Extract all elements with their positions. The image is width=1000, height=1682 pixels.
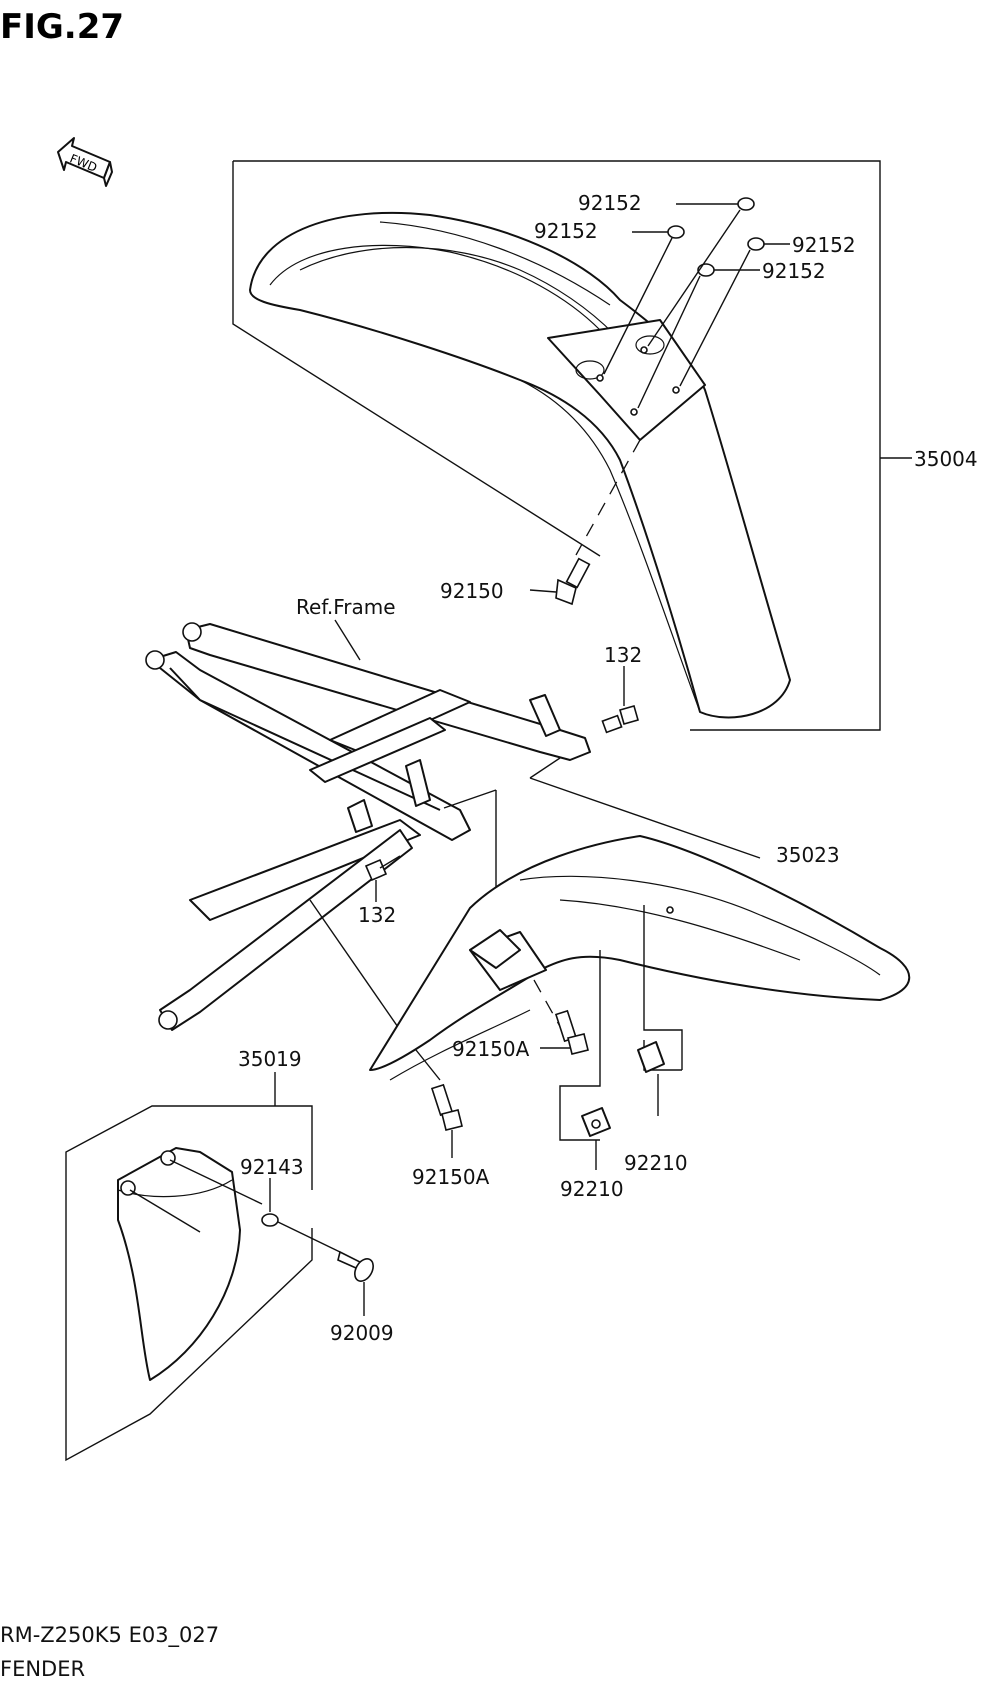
- label-132-lower: 132: [358, 903, 396, 927]
- label-92210-left: 92210: [560, 1177, 624, 1201]
- bolt-92150A-upper: [533, 979, 589, 1055]
- bolt-92150: [529, 439, 641, 606]
- label-92152-lower-right: 92152: [762, 259, 826, 283]
- mudguard-part: [117, 1147, 263, 1381]
- label-ref-frame: Ref.Frame: [296, 595, 396, 619]
- nut-92210-left: [559, 950, 611, 1170]
- label-92009: 92009: [330, 1321, 394, 1345]
- label-132-upper: 132: [604, 643, 642, 667]
- frame-reference: [145, 619, 591, 1031]
- footer-section-name: FENDER: [0, 1657, 85, 1681]
- label-92150A-upper: 92150A: [452, 1037, 530, 1061]
- label-92210-right: 92210: [624, 1151, 688, 1175]
- bolt-92150A-lower: [430, 1083, 463, 1158]
- label-35004: 35004: [914, 447, 978, 471]
- label-92150: 92150: [440, 579, 504, 603]
- screw-92009: [337, 1250, 374, 1316]
- washer-92143: [261, 1178, 341, 1253]
- bolt-132-upper: [601, 666, 639, 734]
- washer-92152-set: [603, 197, 790, 409]
- label-35023: 35023: [776, 843, 840, 867]
- label-92152-second: 92152: [534, 219, 598, 243]
- label-92150A-lower: 92150A: [412, 1165, 490, 1189]
- mudguard-group-box: [65, 1072, 313, 1462]
- fwd-arrow-icon: FWD: [57, 137, 113, 187]
- label-92143: 92143: [240, 1155, 304, 1179]
- nut-92210-right: [637, 905, 683, 1116]
- rear-fender-35023: [369, 835, 911, 1081]
- bolt-132-lower: [364, 855, 401, 902]
- footer-model-code: RM-Z250K5 E03_027: [0, 1623, 219, 1648]
- figure-title: FIG.27: [0, 7, 124, 47]
- label-92152-top: 92152: [578, 191, 642, 215]
- label-92152-right: 92152: [792, 233, 856, 257]
- front-fender-group-box: [232, 160, 912, 731]
- front-fender-35004: [249, 211, 791, 719]
- label-35019: 35019: [238, 1047, 302, 1071]
